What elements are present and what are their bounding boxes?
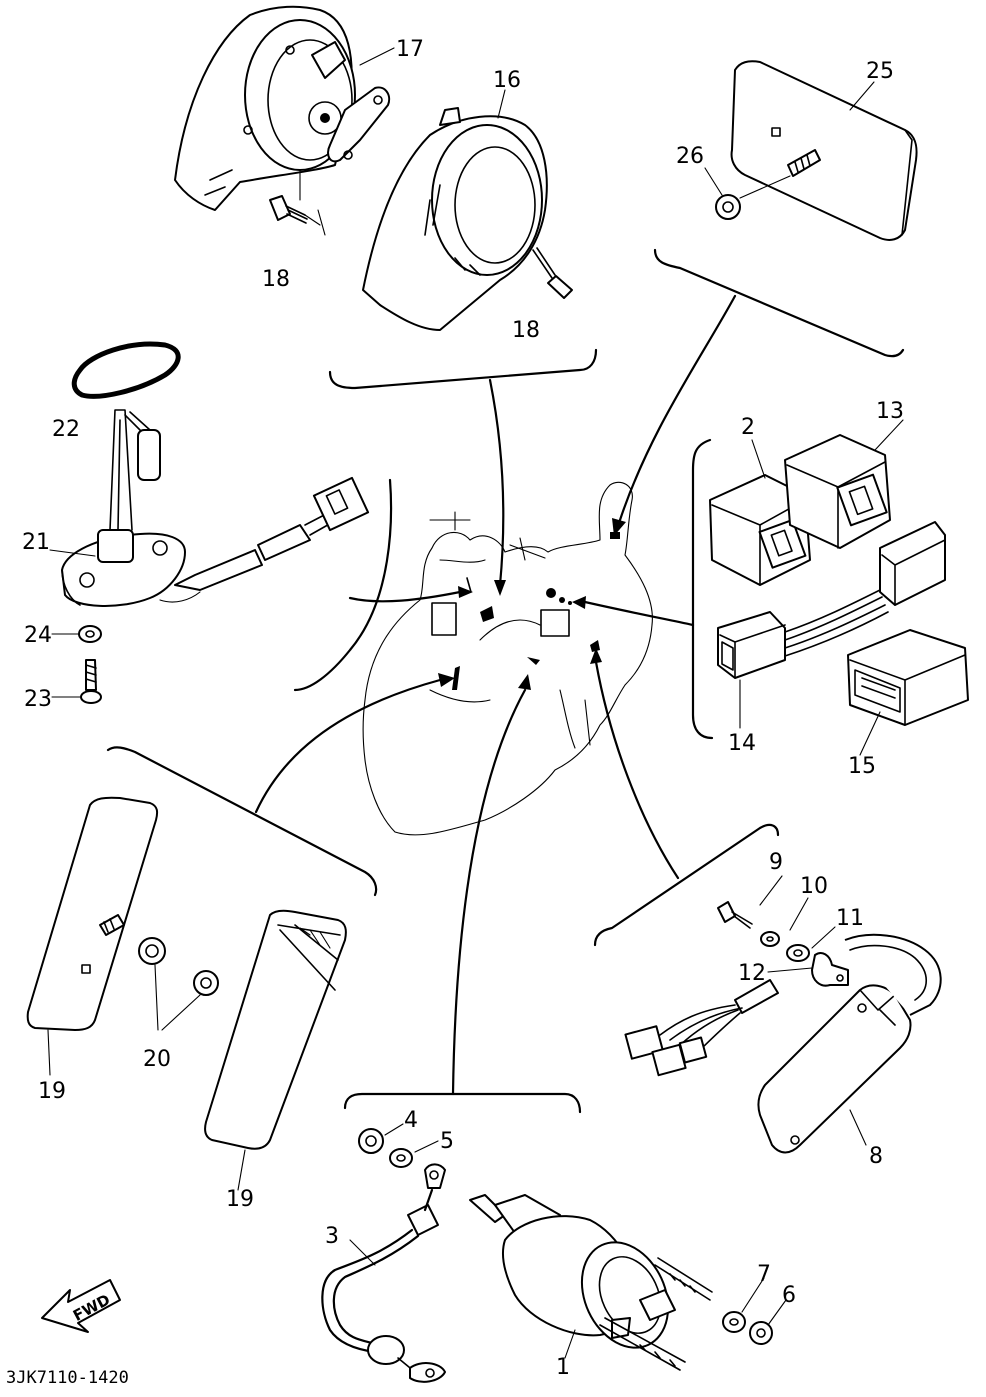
drawing-code: 3JK7110-1420: [6, 1368, 129, 1388]
callout-10: 10: [800, 874, 828, 899]
nut-6: [749, 1321, 773, 1345]
callout-6: 6: [782, 1283, 796, 1308]
bolt-stud-25: [787, 149, 821, 177]
starter-relay-1: [469, 1194, 713, 1371]
collar-11: [786, 944, 810, 962]
callout-25: 25: [866, 59, 894, 84]
bolt-18-right: [532, 247, 573, 299]
callout-18a: 18: [262, 267, 290, 292]
screw-23: [80, 659, 102, 704]
callout-20: 20: [143, 1047, 171, 1072]
callout-26: 26: [676, 144, 704, 169]
washer-7: [722, 1311, 746, 1333]
washer-5: [389, 1148, 413, 1168]
callout-16: 16: [493, 68, 521, 93]
callout-23: 23: [24, 687, 52, 712]
regulator-harness: [624, 979, 779, 1077]
callout-13: 13: [876, 399, 904, 424]
lead-wire-3: [321, 1163, 446, 1383]
fwd-arrow-icon: FWD: [41, 1279, 121, 1333]
stud-19: [99, 914, 125, 936]
callout-22: 22: [52, 417, 80, 442]
nut-26: [715, 175, 791, 220]
callout-2: 2: [741, 415, 755, 440]
callout-4: 4: [404, 1108, 418, 1133]
connector-15: [847, 629, 969, 726]
reflector-19-right: [204, 909, 347, 1150]
leader-lines: [106, 248, 905, 1114]
callout-24: 24: [24, 623, 52, 648]
callout-15: 15: [848, 754, 876, 779]
reflector-19-left: [26, 796, 159, 1031]
callout-labels: 17 16 18 18 25 26 22 21 24 23 2 13 14 15…: [22, 37, 904, 1380]
gasket-22: [71, 341, 181, 399]
relay-13: [784, 434, 891, 549]
callout-18b: 18: [512, 318, 540, 343]
washer-24: [78, 625, 102, 643]
relay-2: [709, 474, 811, 586]
nut-4: [358, 1128, 384, 1154]
callout-3: 3: [325, 1224, 339, 1249]
nut-20: [138, 937, 219, 1031]
callout-leaders: [47, 47, 904, 1359]
callout-19b: 19: [226, 1187, 254, 1212]
horn-17: [174, 5, 391, 236]
callout-1: 1: [556, 1355, 570, 1380]
callout-5: 5: [440, 1129, 454, 1154]
fuel-sender-21: [61, 409, 370, 607]
rectifier-8: [757, 933, 942, 1154]
clamp-12: [811, 952, 849, 987]
washer-10: [760, 931, 780, 947]
location-markers: [431, 532, 620, 690]
callout-12: 12: [738, 961, 766, 986]
callout-7: 7: [757, 1262, 771, 1287]
callout-21: 21: [22, 530, 50, 555]
callout-14: 14: [728, 731, 756, 756]
motorcycle-outline: [362, 481, 653, 836]
reflector-25: [730, 60, 918, 241]
horn-16: [362, 107, 548, 331]
bolt-9: [717, 901, 753, 929]
bolt-18-upper: [269, 195, 321, 226]
connector-14: [717, 521, 946, 679]
callout-8: 8: [869, 1144, 883, 1169]
callout-17: 17: [396, 37, 424, 62]
callout-19a: 19: [38, 1079, 66, 1104]
callout-11: 11: [836, 906, 864, 931]
callout-9: 9: [769, 850, 783, 875]
